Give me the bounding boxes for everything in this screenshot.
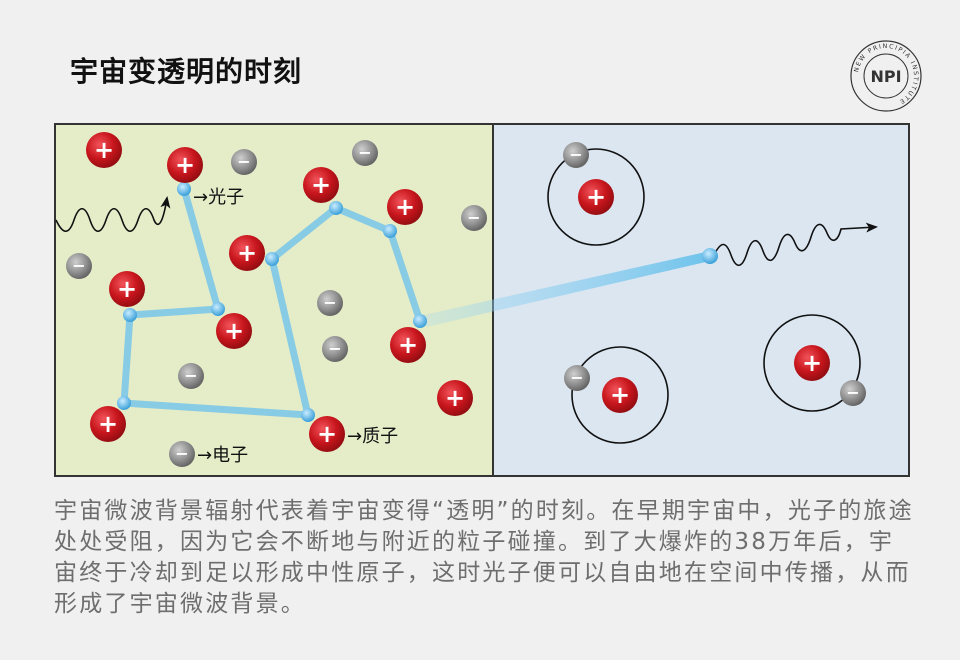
photon [211, 302, 225, 316]
electron: − [66, 253, 92, 279]
electron-minus: − [358, 143, 371, 162]
proton-plus: + [802, 349, 822, 377]
proton-plus: + [610, 381, 630, 409]
proton: + [390, 327, 426, 363]
electron-minus: − [175, 444, 188, 463]
photon [702, 248, 718, 264]
proton: + [309, 416, 345, 452]
proton: + [437, 380, 473, 416]
electron-minus: − [72, 256, 85, 275]
electron: − [178, 363, 204, 389]
electron-minus: − [184, 366, 197, 385]
npi-logo: NEW PRINCIPIA INSTITUTE NPI [850, 40, 922, 112]
electrons: − − − − − − − − − − − [66, 140, 866, 467]
proton: + [794, 345, 830, 381]
photon [383, 224, 397, 238]
atom-orbit [571, 346, 669, 444]
photon-nodes [117, 182, 718, 422]
electron: − [352, 140, 378, 166]
photon-label: →光子 [193, 187, 244, 208]
electron: − [231, 149, 257, 175]
protons: + + + + + + + + + + + + + + [86, 132, 830, 452]
proton-plus: + [98, 410, 118, 438]
atom-orbit [763, 314, 861, 412]
proton: + [229, 235, 265, 271]
proton-plus: + [395, 193, 415, 221]
logo-text: NPI [870, 67, 901, 86]
proton: + [303, 167, 339, 203]
photon [265, 252, 279, 266]
proton: + [578, 179, 614, 215]
electron: − [461, 205, 487, 231]
outgoing-photon-wave [713, 222, 878, 267]
electron: − [840, 380, 866, 406]
photon [177, 182, 191, 196]
electron-minus: − [569, 145, 582, 164]
proton: + [90, 406, 126, 442]
electron: − [322, 336, 348, 362]
proton-plus: + [94, 136, 114, 164]
proton: + [387, 189, 423, 225]
photon [301, 408, 315, 422]
photon [413, 314, 427, 328]
electron-minus: − [323, 293, 336, 312]
photon [123, 308, 137, 322]
proton: + [602, 377, 638, 413]
proton: + [109, 271, 145, 307]
proton-plus: + [311, 171, 331, 199]
proton-label: →质子 [347, 426, 398, 447]
electron: − [564, 365, 590, 391]
proton-plus: + [237, 239, 257, 267]
proton-plus: + [224, 317, 244, 345]
electron-minus: − [467, 208, 480, 227]
photon [117, 396, 131, 410]
atom-orbit [547, 148, 645, 246]
proton-plus: + [317, 420, 337, 448]
caption-text: 宇宙微波背景辐射代表着宇宙变得“透明”的时刻。在早期宇宙中，光子的旅途处处受阻，… [54, 498, 914, 617]
proton: + [216, 313, 252, 349]
proton-plus: + [398, 331, 418, 359]
transparent-universe-panel [492, 123, 910, 477]
electron: − [169, 441, 195, 467]
photon-escape-beam [424, 251, 710, 327]
proton: + [86, 132, 122, 168]
incoming-photon-wave [55, 196, 171, 233]
page-title: 宇宙变透明的时刻 [70, 55, 303, 88]
proton-plus: + [175, 151, 195, 179]
electron-minus: − [328, 339, 341, 358]
electron-label: →电子 [197, 445, 248, 466]
proton-plus: + [445, 384, 465, 412]
electron: − [317, 290, 343, 316]
proton-plus: + [586, 183, 606, 211]
electron-minus: − [846, 383, 859, 402]
photon [329, 201, 343, 215]
electron-minus: − [570, 368, 583, 387]
electron: − [563, 142, 589, 168]
atom-orbits [547, 148, 861, 444]
proton: + [167, 147, 203, 183]
transparency-diagram: + + + + + + + + + + + + + + − − − − − − … [54, 123, 910, 477]
electron-minus: − [237, 152, 250, 171]
proton-plus: + [117, 275, 137, 303]
